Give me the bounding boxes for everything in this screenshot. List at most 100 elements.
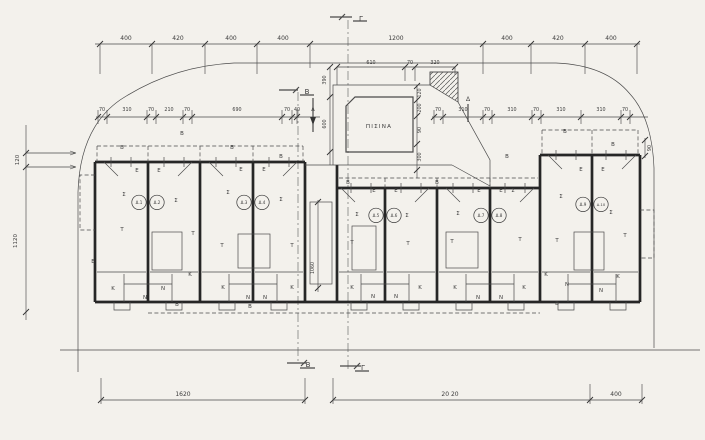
dimension-label: 200 xyxy=(417,103,423,112)
dimension-label: 400 xyxy=(501,35,513,42)
unit-label: Δ.5 xyxy=(373,213,380,218)
dimension-label: 90 xyxy=(417,127,423,133)
section-marker-label: Δ xyxy=(466,96,471,103)
room-label: T xyxy=(405,241,410,247)
building-walls xyxy=(79,129,655,314)
dimension-label: 120 xyxy=(15,154,21,165)
room-label: E xyxy=(91,259,95,265)
unit-circle xyxy=(386,207,402,223)
unit-circle xyxy=(236,194,252,210)
room-label: E xyxy=(601,167,605,173)
balcony-outlines xyxy=(79,129,655,314)
room-label: T xyxy=(349,240,354,246)
unit-circle xyxy=(254,194,270,210)
dimension-label: 70 xyxy=(435,107,441,113)
room-label: K xyxy=(188,272,192,278)
pool-terrace: ΠΙΣΙΝΑ xyxy=(305,71,491,187)
boundary-curve xyxy=(77,62,655,372)
room-label: N xyxy=(499,295,503,301)
dimension-label: 70 xyxy=(184,107,190,113)
room-label: Σ xyxy=(226,190,230,196)
room-label: E xyxy=(135,168,139,174)
room-label: N xyxy=(371,294,375,300)
dimension-label: 400 xyxy=(225,35,237,42)
stair-block xyxy=(237,233,271,269)
room-label: B xyxy=(279,154,283,160)
dimension-label: 310 xyxy=(556,107,565,113)
room-label: K xyxy=(418,285,422,291)
dimension-label: 320 xyxy=(430,60,439,66)
room-label: E xyxy=(394,188,398,194)
dimension-label: 400 xyxy=(610,391,622,398)
unit-label: Δ.2 xyxy=(154,200,161,205)
room-label: T xyxy=(449,239,454,245)
dimension-label: 610 xyxy=(366,60,375,66)
dimension-label: 70 xyxy=(99,107,105,113)
room-label: T xyxy=(517,237,522,243)
window-ticks xyxy=(110,150,627,193)
pool-outline xyxy=(345,96,414,153)
dimension-label: 70 xyxy=(284,107,290,113)
unit-label: Δ.4 xyxy=(259,200,266,205)
dim-ticks xyxy=(22,40,649,404)
staircases xyxy=(151,201,605,285)
unit-label: Δ.7 xyxy=(478,213,485,218)
unit-label: Δ.6 xyxy=(391,213,398,218)
room-label: B xyxy=(180,131,184,137)
room-label: E xyxy=(499,188,503,194)
room-label: N xyxy=(476,295,480,301)
terrace-outline xyxy=(305,71,491,187)
room-label: K xyxy=(522,285,526,291)
room-label: N xyxy=(565,282,569,288)
dimension-label: 1060 xyxy=(310,262,316,274)
room-label: K xyxy=(221,285,225,291)
marker-lines xyxy=(279,13,469,372)
room-label: K xyxy=(616,274,620,280)
dimension-label: 600 xyxy=(322,119,328,128)
room-label: E xyxy=(579,167,583,173)
room-label: Σ xyxy=(609,210,613,216)
dimension-label: 310 xyxy=(596,107,605,113)
room-label: K xyxy=(453,285,457,291)
dimension-label: 1620 xyxy=(175,391,190,398)
section-marker-label: Γ xyxy=(361,364,365,372)
unit-circle xyxy=(491,207,507,223)
dimension-label: 1120 xyxy=(13,234,19,248)
room-label: N xyxy=(599,288,603,294)
dimension-label: 400 xyxy=(120,35,132,42)
wall-lines xyxy=(93,153,642,304)
stair-corridor xyxy=(309,201,333,285)
room-label: N xyxy=(246,295,250,301)
room-label: B xyxy=(555,301,559,307)
room-label: Σ xyxy=(405,213,409,219)
dimension-label: 70 xyxy=(622,107,628,113)
dimension-lines xyxy=(22,40,649,404)
room-label: T xyxy=(289,243,294,249)
room-label: T xyxy=(190,231,195,237)
stair-block xyxy=(445,231,479,269)
dimension-label: 70 xyxy=(407,60,413,66)
interior-partitions xyxy=(97,271,638,302)
site-boundary xyxy=(60,62,700,372)
dimension-label: 70 xyxy=(484,107,490,113)
unit-label: Δ.8 xyxy=(496,213,503,218)
room-label: E xyxy=(477,188,481,194)
room-label: B xyxy=(175,302,179,308)
room-label: Σ xyxy=(456,211,460,217)
section-marker-label: B xyxy=(305,88,310,96)
unit-circle xyxy=(473,207,489,223)
room-label: Σ xyxy=(559,194,563,200)
room-label: B xyxy=(435,180,439,186)
dimension-label: 90 xyxy=(647,145,653,151)
unit-label: Δ.1 xyxy=(136,200,143,205)
dimension-label: 420 xyxy=(552,35,564,42)
room-label: B xyxy=(563,129,567,135)
dimension-label: 210 xyxy=(164,107,173,113)
dim-main-lines xyxy=(25,43,648,401)
section-marker-label: B xyxy=(306,361,311,369)
